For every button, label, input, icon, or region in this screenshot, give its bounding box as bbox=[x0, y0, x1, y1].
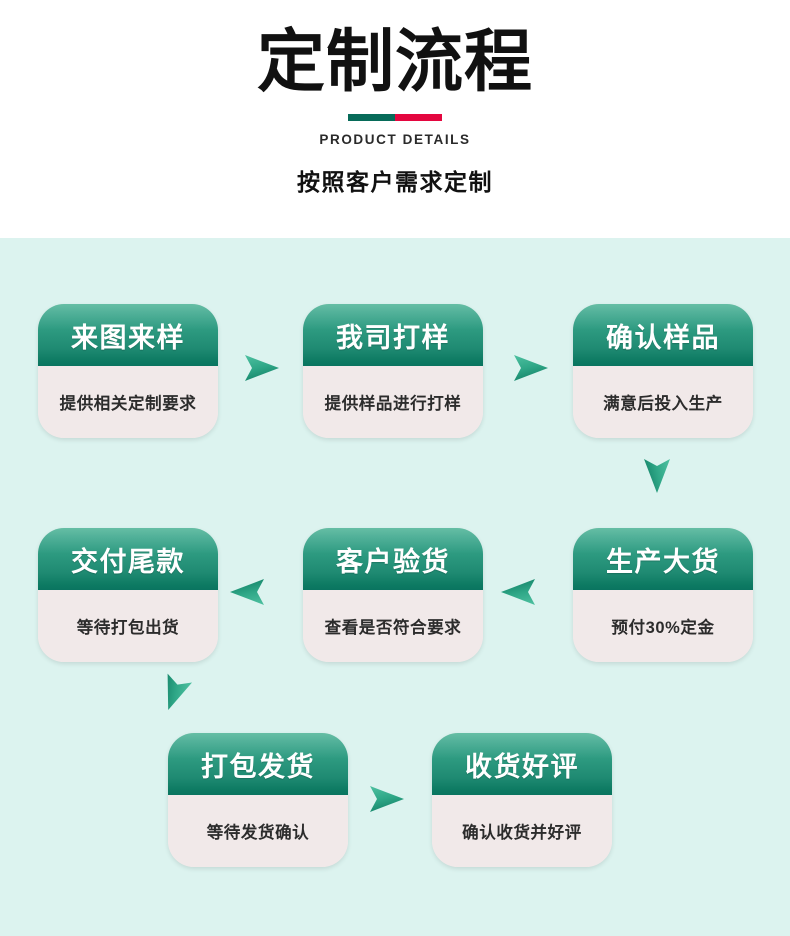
flow-step-title-1: 来图来样 bbox=[71, 322, 185, 353]
flow-step-card-7: 打包发货 等待发货确认 bbox=[168, 733, 348, 867]
arrow-left-icon bbox=[499, 576, 537, 608]
arrow-down-left-icon bbox=[152, 671, 195, 718]
flow-step-header-2: 我司打样 bbox=[303, 304, 483, 366]
page-title: 定制流程 bbox=[256, 24, 533, 100]
flow-step-header-1: 来图来样 bbox=[38, 304, 218, 366]
flow-step-title-5: 客户验货 bbox=[336, 546, 450, 577]
flow-step-body-2: 提供样品进行打样 bbox=[303, 366, 483, 438]
flow-step-title-3: 确认样品 bbox=[606, 322, 720, 353]
arrow-left-icon bbox=[228, 576, 266, 608]
flow-step-body-7: 等待发货确认 bbox=[168, 795, 348, 867]
flow-step-header-4: 交付尾款 bbox=[38, 528, 218, 590]
flow-step-desc-4: 等待打包出货 bbox=[76, 619, 180, 637]
flow-step-body-4: 等待打包出货 bbox=[38, 590, 218, 662]
divider-left-segment bbox=[348, 114, 395, 122]
flow-step-desc-8: 确认收货并好评 bbox=[462, 824, 582, 842]
page-header: 定制流程 PRODUCT DETAILS 按照客户需求定制 bbox=[0, 0, 790, 238]
subtitle-english: PRODUCT DETAILS bbox=[319, 132, 471, 148]
title-divider bbox=[348, 114, 442, 122]
flow-step-body-8: 确认收货并好评 bbox=[432, 795, 612, 867]
flow-step-header-8: 收货好评 bbox=[432, 733, 612, 795]
flow-step-card-1: 来图来样 提供相关定制要求 bbox=[38, 304, 218, 438]
flow-step-card-3: 确认样品 满意后投入生产 bbox=[573, 304, 753, 438]
flow-step-desc-3: 满意后投入生产 bbox=[603, 395, 723, 413]
flow-step-title-6: 生产大货 bbox=[606, 546, 720, 577]
flow-step-body-6: 预付30%定金 bbox=[573, 590, 753, 662]
flow-step-desc-6: 预付30%定金 bbox=[611, 619, 715, 637]
flow-step-card-5: 客户验货 查看是否符合要求 bbox=[303, 528, 483, 662]
flow-step-title-8: 收货好评 bbox=[465, 751, 579, 782]
flow-step-header-5: 客户验货 bbox=[303, 528, 483, 590]
flow-step-title-7: 打包发货 bbox=[201, 751, 315, 782]
flow-step-header-3: 确认样品 bbox=[573, 304, 753, 366]
flow-step-desc-5: 查看是否符合要求 bbox=[324, 619, 462, 637]
flow-step-body-5: 查看是否符合要求 bbox=[303, 590, 483, 662]
arrow-right-icon bbox=[243, 352, 281, 384]
divider-right-segment bbox=[395, 114, 442, 122]
flow-step-card-2: 我司打样 提供样品进行打样 bbox=[303, 304, 483, 438]
flow-step-desc-7: 等待发货确认 bbox=[206, 824, 310, 842]
flow-step-desc-2: 提供样品进行打样 bbox=[324, 395, 462, 413]
flow-step-title-4: 交付尾款 bbox=[71, 546, 185, 577]
flow-diagram: 来图来样 提供相关定制要求 我司打样 提供样品进行打样 确认样品 满意后投入生产 bbox=[0, 238, 790, 936]
arrow-down-icon bbox=[641, 457, 673, 495]
flow-step-header-7: 打包发货 bbox=[168, 733, 348, 795]
flow-step-body-1: 提供相关定制要求 bbox=[38, 366, 218, 438]
flow-step-card-6: 生产大货 预付30%定金 bbox=[573, 528, 753, 662]
flow-step-title-2: 我司打样 bbox=[336, 322, 450, 353]
flow-step-desc-1: 提供相关定制要求 bbox=[59, 395, 197, 413]
flow-step-body-3: 满意后投入生产 bbox=[573, 366, 753, 438]
arrow-right-icon bbox=[368, 783, 406, 815]
flow-step-card-4: 交付尾款 等待打包出货 bbox=[38, 528, 218, 662]
flow-step-header-6: 生产大货 bbox=[573, 528, 753, 590]
arrow-right-icon bbox=[512, 352, 550, 384]
flow-step-card-8: 收货好评 确认收货并好评 bbox=[432, 733, 612, 867]
subtitle-chinese: 按照客户需求定制 bbox=[297, 169, 493, 196]
